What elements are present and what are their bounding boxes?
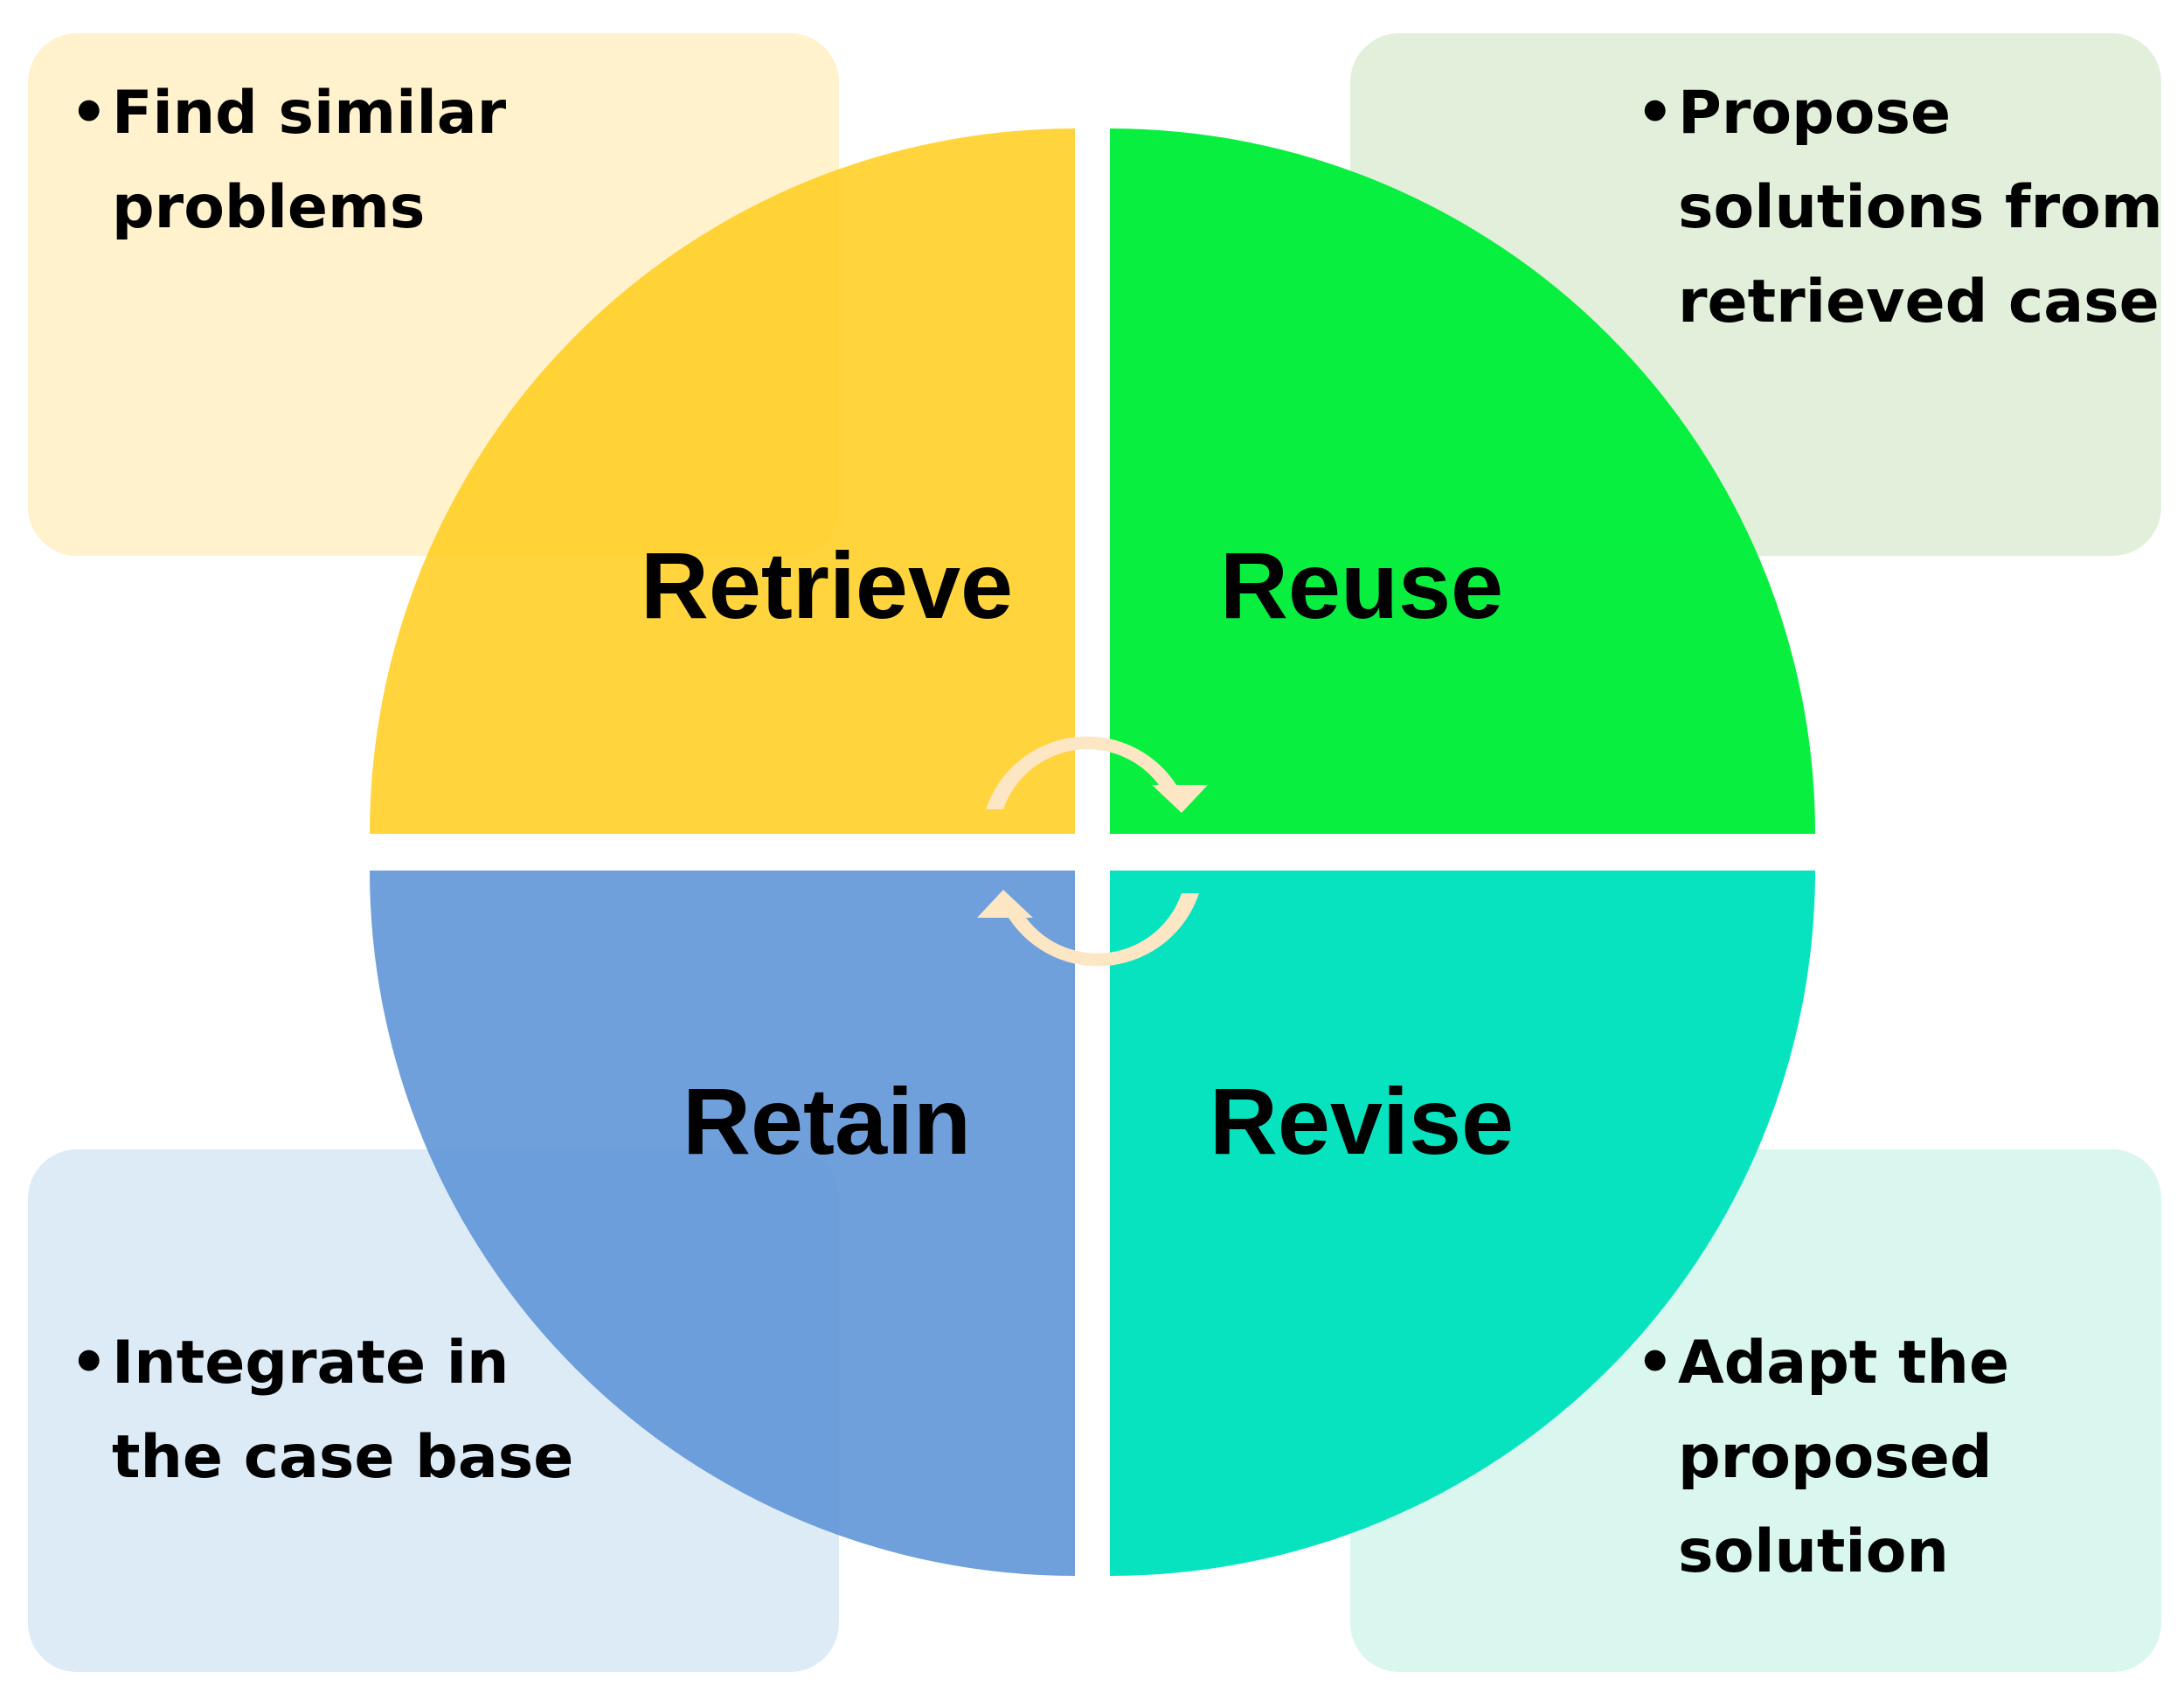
bullet-icon: • [1636,79,1674,148]
revise-quadrant [1110,871,1815,1576]
reuse-label: Reuse [1219,532,1504,638]
retrieve-quadrant [370,128,1075,834]
cycle-arrow-bottom-icon [977,890,1199,967]
revise-description-text: Adapt the proposed solution [1678,1329,2010,1586]
bullet-icon: • [1636,1329,1674,1398]
reuse-quadrant [1110,128,1815,834]
reuse-description-text: Propose solutions from retrieved case [1678,79,2163,337]
retrieve-label: Retrieve [640,532,1014,638]
bullet-icon: • [70,1329,108,1398]
reuse-description: • Propose solutions from retrieved case [1636,66,2163,350]
retain-label: Retain [682,1068,972,1174]
revise-label: Revise [1209,1068,1515,1174]
cycle-arrow-top-icon [986,736,1208,813]
bullet-icon: • [70,79,108,148]
retain-description: • Integrate in the case base [70,1316,574,1505]
retrieve-description: • Find similar problems [70,66,507,255]
retain-quadrant [370,871,1075,1576]
revise-description: • Adapt the proposed solution [1636,1316,2010,1599]
retrieve-description-text: Find similar problems [112,79,507,242]
retain-description-text: Integrate in the case base [112,1329,574,1492]
